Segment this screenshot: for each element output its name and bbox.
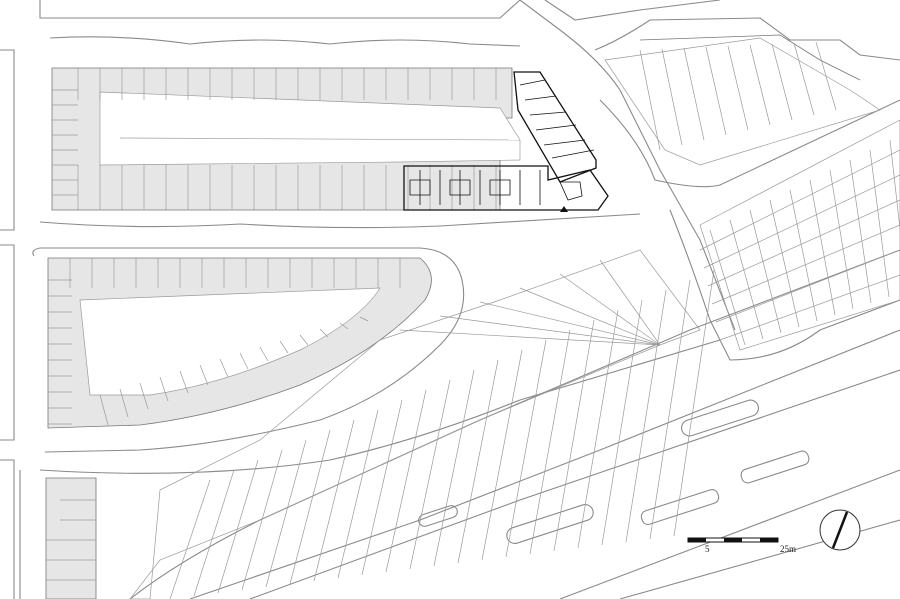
upper-left-block (51, 67, 521, 211)
mid-right-block (699, 119, 900, 351)
upper-right-block (604, 34, 881, 166)
project-building (403, 71, 609, 212)
center-plot-lines (169, 259, 715, 599)
scale-bar: 5 25m (687, 537, 796, 554)
scale-label-small: 5 (705, 544, 710, 554)
bottom-left-block (45, 477, 97, 599)
lower-left-block (47, 257, 432, 429)
upper-left-plot-lines (52, 68, 497, 210)
mid-right-plot-lines (699, 139, 900, 346)
lower-left-plot-lines (48, 258, 401, 426)
upper-right-plot-lines (639, 41, 837, 151)
north-arrow-icon (819, 509, 861, 551)
scale-label-large: 25m (780, 544, 796, 554)
center-block (129, 249, 701, 599)
